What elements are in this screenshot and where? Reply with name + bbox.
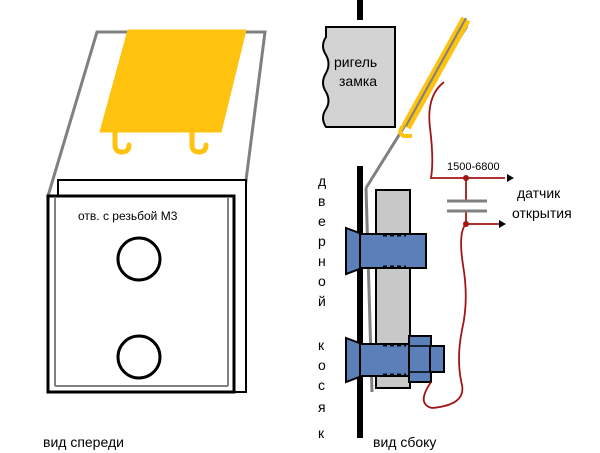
yellow-plate bbox=[99, 29, 247, 133]
arrow-icon bbox=[499, 220, 506, 228]
sensor-label-1: датчик bbox=[517, 185, 561, 201]
hole-label: отв. с резьбой М3 bbox=[78, 209, 178, 223]
resistor-label: 1500-6800 bbox=[447, 161, 500, 173]
svg-text:к: к bbox=[318, 425, 325, 441]
door-jamb-bar bbox=[357, 166, 363, 438]
yellow-plate-hook-side bbox=[398, 124, 412, 138]
upper-bolt bbox=[345, 226, 427, 276]
svg-text:й: й bbox=[318, 293, 326, 309]
svg-text:с: с bbox=[318, 377, 325, 393]
svg-text:я: я bbox=[318, 399, 326, 415]
hook-left bbox=[112, 129, 132, 155]
capacitor bbox=[447, 199, 487, 213]
svg-text:д: д bbox=[318, 173, 326, 189]
sensor-label-2: открытия bbox=[512, 205, 572, 221]
front-view-caption: вид спереди bbox=[43, 434, 124, 450]
lower-bolt bbox=[345, 335, 445, 384]
svg-text:р: р bbox=[318, 233, 326, 249]
svg-text:о: о bbox=[318, 273, 326, 289]
door-jamb-bar-top bbox=[357, 0, 363, 20]
front-view: отв. с резьбой М3 вид спереди bbox=[43, 29, 267, 450]
svg-text:о: о bbox=[318, 357, 326, 373]
threaded-hole-bottom bbox=[116, 334, 162, 380]
arrow-icon bbox=[507, 174, 514, 182]
side-view: ригель замка д в е р н о й к о с я к bbox=[318, 0, 572, 450]
svg-text:н: н bbox=[318, 253, 326, 269]
hook-right bbox=[189, 129, 209, 155]
lock-bolt bbox=[322, 26, 396, 128]
svg-text:в: в bbox=[318, 193, 325, 209]
side-view-caption: вид сбоку bbox=[373, 434, 436, 450]
svg-text:к: к bbox=[318, 337, 325, 353]
nut bbox=[408, 335, 432, 383]
lock-bolt-label-1: ригель bbox=[334, 54, 377, 70]
threaded-hole-top bbox=[116, 236, 162, 282]
door-jamb-label: д в е р н о й к о с я к bbox=[318, 173, 326, 441]
svg-text:е: е bbox=[318, 213, 326, 229]
lock-bolt-label-2: замка bbox=[339, 73, 377, 89]
wires bbox=[422, 81, 505, 409]
